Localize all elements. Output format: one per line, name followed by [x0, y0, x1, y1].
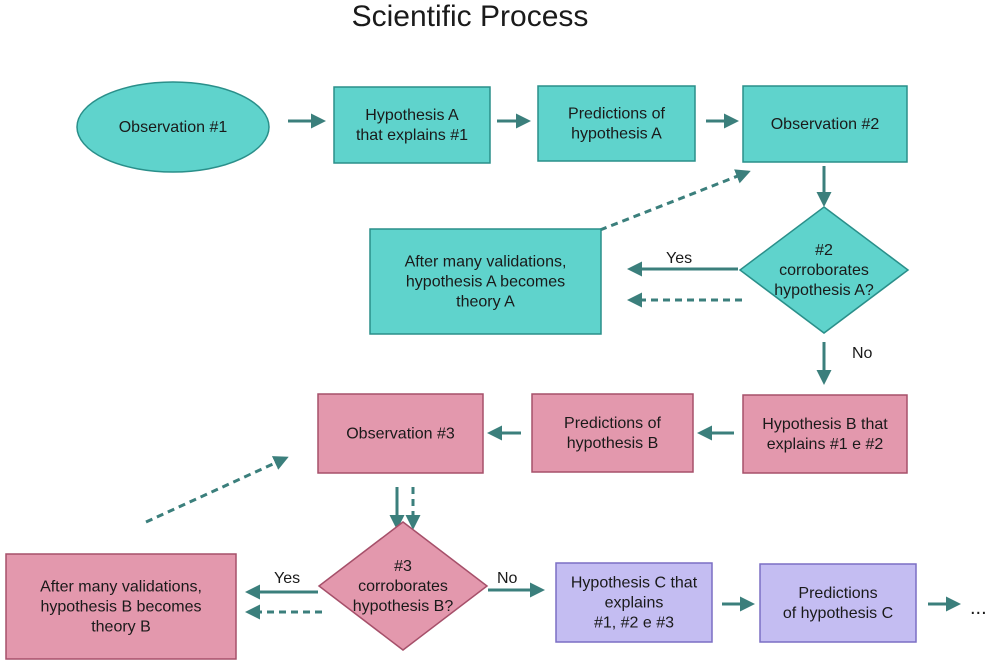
node-hypothesisB-shape [742, 394, 908, 474]
node-predictionsA-shape [537, 85, 696, 162]
node-observation3-line-0: Observation #3 [346, 426, 455, 443]
node-theoryA-line-1: hypothesis A becomes [406, 274, 565, 291]
node-predictionsC: Predictions of hypothesis C [759, 563, 917, 643]
node-decision2: #2 corroborates hypothesis A? [738, 206, 910, 334]
node-theoryA-line-0: After many validations, [405, 254, 567, 271]
node-hypothesisB-line-0: Hypothesis B that [762, 416, 888, 433]
no-label-a: No [852, 345, 873, 362]
edge-theoryB-to-observation3-dashed [145, 456, 289, 524]
node-observation3: Observation #3 [317, 393, 484, 474]
node-predictionsB-shape [531, 393, 694, 473]
node-theoryB-line-0: After many validations, [40, 579, 202, 596]
node-decision2-line-0: #2 [815, 242, 833, 259]
node-hypothesisC-shape [555, 562, 713, 643]
node-predictionsA-line-0: Predictions of [568, 106, 665, 123]
node-decision3-line-0: #3 [394, 558, 412, 575]
yes-label-a: Yes [666, 250, 692, 267]
ellipsis-label: ... [970, 597, 987, 619]
node-observation2: Observation #2 [742, 85, 908, 163]
node-hypothesisB: Hypothesis B that explains #1 e #2 [742, 394, 908, 474]
node-predictionsB-line-1: hypothesis B [567, 435, 659, 452]
node-theoryA-line-2: theory A [456, 294, 515, 311]
node-theoryA-shape [369, 228, 602, 335]
node-observation2-line-0: Observation #2 [771, 116, 880, 133]
node-predictionsA-line-1: hypothesis A [571, 126, 662, 143]
node-hypothesisB-line-1: explains #1 e #2 [767, 436, 884, 453]
node-observation1: Observation #1 [76, 81, 270, 173]
node-observation1-shape [76, 81, 270, 173]
node-decision3-line-2: hypothesis B? [353, 598, 454, 615]
node-theoryA: After many validations, hypothesis A beco… [369, 228, 602, 335]
node-decision2-shape [738, 206, 910, 334]
node-hypothesisC-line-2: #1, #2 e #3 [594, 615, 674, 632]
node-theoryB: After many validations, hypothesis B beco… [5, 553, 237, 660]
node-hypothesisA: Hypothesis A that explains #1 [333, 86, 491, 164]
node-predictionsB-line-0: Predictions of [564, 415, 661, 432]
edge-theoryA-to-observation2-dashed [599, 169, 751, 232]
node-hypothesisA-shape [333, 86, 491, 164]
yes-label-b: Yes [274, 570, 300, 587]
diagram-title: Scientific Process [352, 0, 589, 33]
node-hypothesisC: Hypothesis C that explains #1, #2 e #3 [555, 562, 713, 643]
node-hypothesisC-line-0: Hypothesis C that [571, 575, 698, 592]
no-label-b: No [497, 570, 518, 587]
node-decision3: #3 corroborates hypothesis B? [317, 521, 489, 651]
node-decision3-shape [317, 521, 489, 651]
node-predictionsC-shape [759, 563, 917, 643]
node-observation3-shape [317, 393, 484, 474]
node-hypothesisA-line-0: Hypothesis A [365, 107, 459, 124]
node-decision2-line-2: hypothesis A? [774, 282, 874, 299]
node-predictionsA: Predictions of hypothesis A [537, 85, 696, 162]
node-decision2-line-1: corroborates [779, 262, 869, 279]
node-hypothesisC-line-1: explains [605, 595, 664, 612]
edge-labels: Yes No Yes No ... [274, 250, 987, 619]
node-decision3-line-1: corroborates [358, 578, 448, 595]
node-predictionsC-line-0: Predictions [798, 585, 877, 602]
nodes: Observation #1 Hypothesis A that explains … [5, 81, 917, 660]
node-theoryB-line-1: hypothesis B becomes [41, 599, 202, 616]
edges [145, 113, 961, 620]
node-hypothesisA-line-1: that explains #1 [356, 127, 468, 144]
node-theoryB-line-2: theory B [91, 619, 151, 636]
node-observation1-line-0: Observation #1 [119, 119, 228, 136]
node-predictionsC-line-1: of hypothesis C [783, 605, 893, 622]
node-predictionsB: Predictions of hypothesis B [531, 393, 694, 473]
node-theoryB-shape [5, 553, 237, 660]
node-observation2-shape [742, 85, 908, 163]
